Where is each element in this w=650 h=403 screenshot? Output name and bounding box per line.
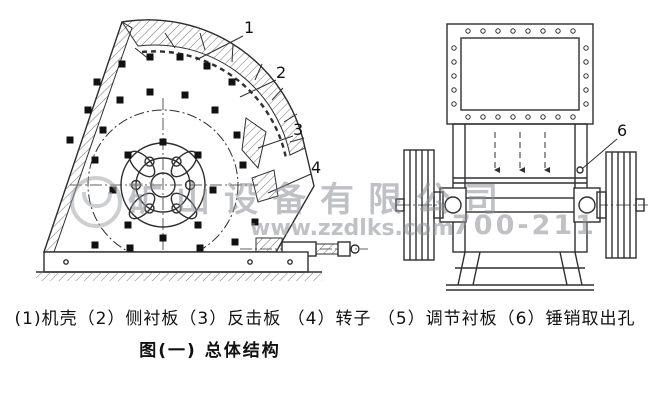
hammer-pin-removal-hole	[576, 166, 584, 174]
machine-base	[36, 251, 322, 281]
part-label-2: 2	[276, 63, 286, 82]
crusher-body	[452, 123, 588, 253]
part-label-6: 6	[617, 121, 627, 140]
hammer-pins	[66, 53, 259, 252]
right-pulley	[596, 151, 637, 259]
rotor-hub	[120, 142, 206, 228]
figure-title: 图(一) 总体结构	[139, 341, 281, 361]
impact-plate-lower	[251, 169, 279, 203]
part-callouts	[195, 35, 618, 194]
impact-plate-upper	[241, 117, 267, 170]
part-label-4: 4	[311, 158, 321, 177]
right-view-front-elevation	[395, 23, 648, 291]
part-label-1: 1	[244, 18, 254, 37]
top-liner-hatch-band	[121, 19, 306, 156]
part-label-3: 3	[293, 120, 303, 139]
shaft-and-bearings	[395, 187, 648, 223]
left-flywheel	[403, 149, 444, 261]
watermark-logo	[70, 176, 122, 228]
support-legs	[446, 251, 594, 291]
left-view-side-section	[36, 19, 368, 281]
parts-legend: (1)机壳（2）侧衬板（3）反击板 （4）转子 （5）调节衬板（6）锤销取出孔	[14, 309, 636, 329]
feed-flange	[446, 23, 594, 125]
